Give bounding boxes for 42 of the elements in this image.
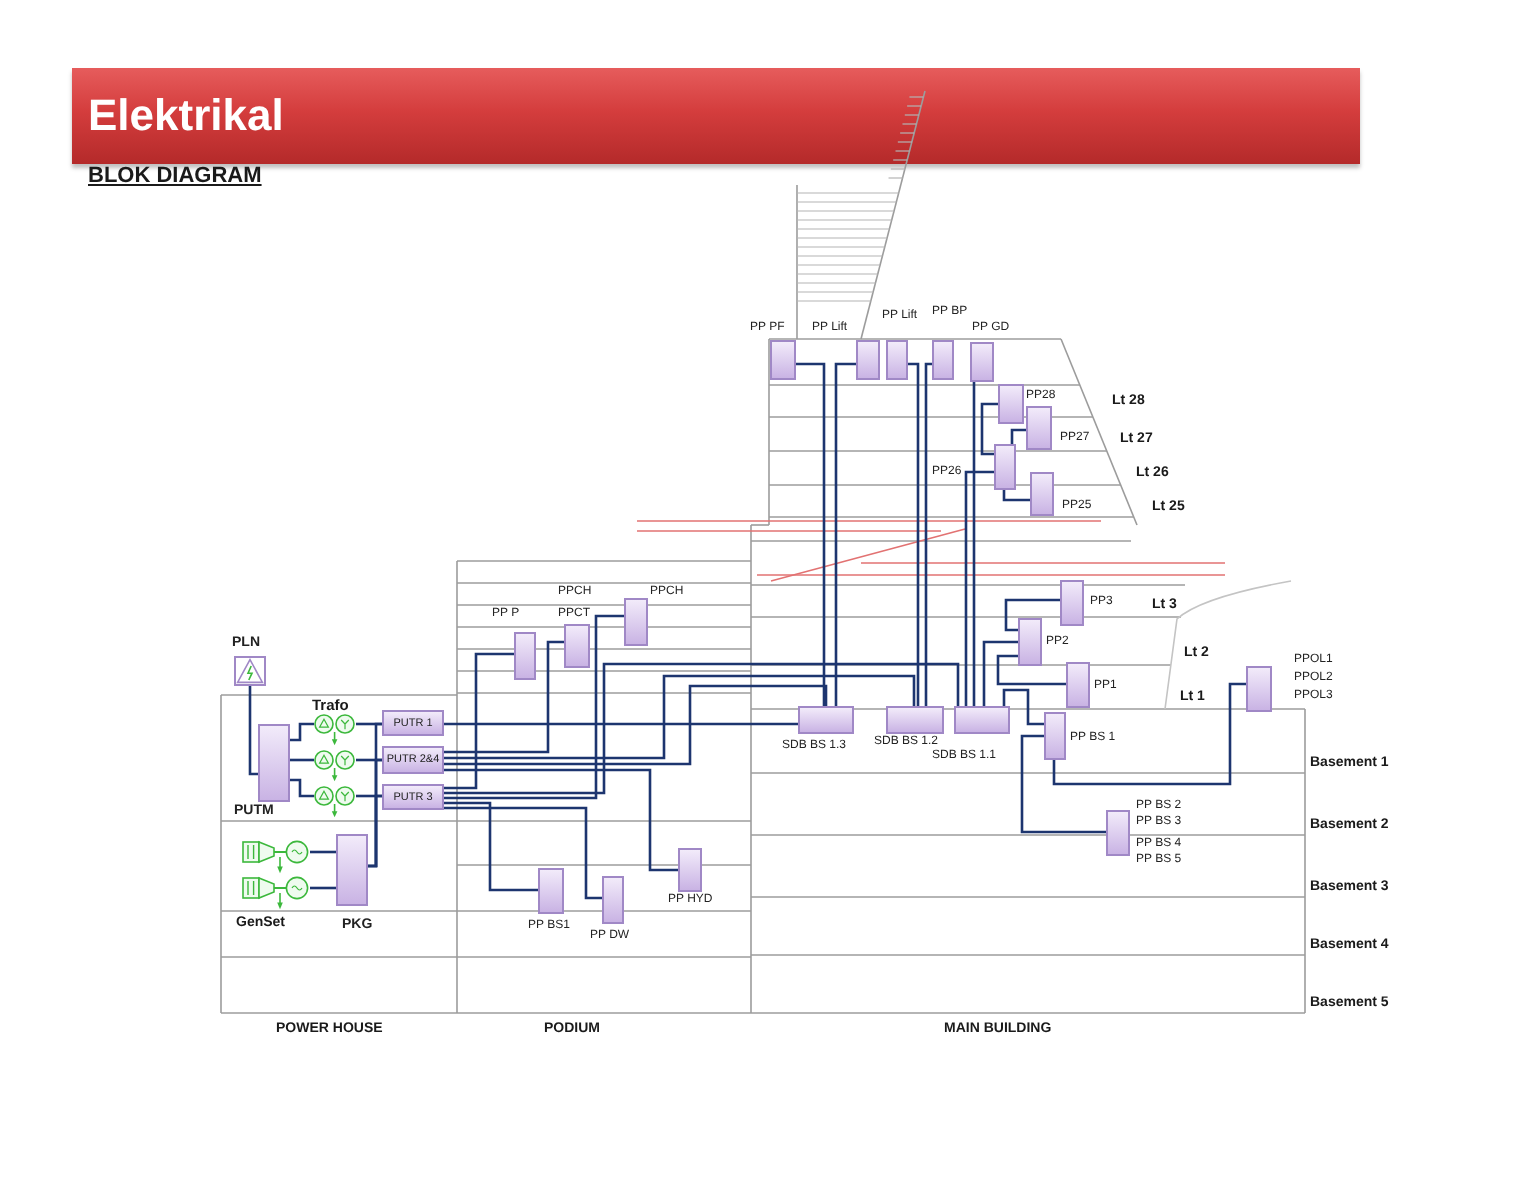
wire — [980, 402, 998, 456]
wire — [444, 640, 564, 754]
wire — [1002, 688, 1044, 726]
wire — [1004, 598, 1060, 632]
wire — [444, 806, 602, 900]
wire — [310, 850, 336, 854]
wire — [996, 654, 1066, 686]
transformer-icon — [314, 714, 356, 746]
wire — [444, 684, 828, 766]
wire — [444, 662, 960, 795]
wire — [1020, 734, 1106, 834]
subheading: BLOK DIAGRAM — [88, 164, 262, 190]
wire — [290, 778, 314, 798]
transformer-icon — [314, 750, 356, 782]
wire — [368, 794, 382, 868]
wire — [444, 652, 514, 790]
panel-box — [382, 784, 444, 810]
wire — [964, 470, 994, 706]
wire — [310, 886, 336, 890]
wire — [444, 614, 624, 800]
wire — [290, 722, 314, 742]
wire — [1002, 490, 1030, 502]
wire — [444, 768, 678, 872]
wire — [972, 382, 976, 706]
wire — [444, 674, 916, 760]
wire — [444, 801, 538, 892]
generator-icon — [242, 838, 310, 874]
panel-box — [382, 710, 444, 736]
wire — [796, 362, 826, 706]
wire — [834, 362, 856, 706]
wire — [982, 640, 1018, 706]
generator-icon — [242, 874, 310, 910]
transformer-icon — [314, 786, 356, 818]
wire — [444, 722, 798, 726]
panel-box — [382, 746, 444, 774]
title: Elektrikal — [88, 90, 284, 142]
wire — [924, 362, 932, 706]
wire — [908, 362, 920, 706]
wire — [290, 758, 314, 762]
wire — [1052, 682, 1246, 786]
wire — [248, 686, 258, 776]
wire — [1010, 428, 1026, 444]
